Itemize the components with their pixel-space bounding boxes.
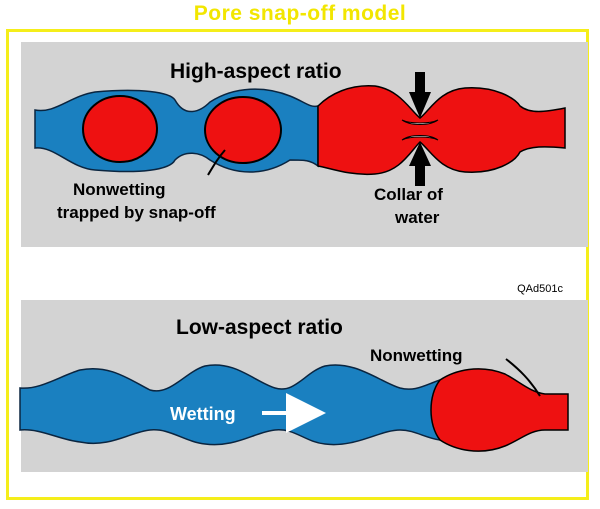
- trapped-blob-1: [82, 95, 158, 163]
- low-title: Low-aspect ratio: [176, 316, 343, 339]
- trapped-label-line2: trapped by snap-off: [57, 203, 216, 222]
- collar-arrows: [409, 72, 431, 186]
- trapped-blob-2: [204, 96, 282, 164]
- collar-label-line1: Collar of: [374, 185, 443, 204]
- trapped-label-line1: Nonwetting: [73, 180, 166, 199]
- high-title: High-aspect ratio: [170, 60, 342, 83]
- collar-label-line2: water: [394, 208, 440, 227]
- water-collar: [401, 119, 439, 141]
- wetting-label: Wetting: [170, 404, 236, 424]
- nonwetting-pointer: [505, 358, 541, 397]
- high-nonwetting-body: [317, 85, 566, 176]
- figure-frame: [6, 29, 589, 500]
- nonwetting-label: Nonwetting: [370, 346, 463, 365]
- low-nonwetting-body: [430, 368, 569, 452]
- trapped-pointer: [207, 149, 226, 176]
- figure-title: Pore snap-off model: [193, 2, 407, 25]
- figure-code: QAd501c: [517, 283, 563, 295]
